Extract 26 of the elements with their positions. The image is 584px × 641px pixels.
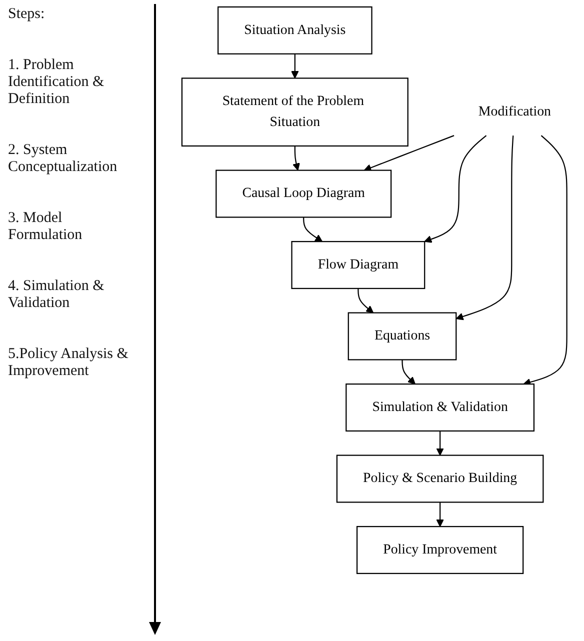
node-text: Modification bbox=[478, 104, 551, 120]
arrow bbox=[523, 135, 568, 386]
arrow bbox=[424, 135, 487, 243]
arrow bbox=[456, 136, 514, 320]
arrow bbox=[291, 54, 299, 79]
node-box: Causal Loop Diagram bbox=[216, 170, 392, 218]
arrow bbox=[436, 502, 444, 527]
step-label: 1. Problem Identification & Definition bbox=[8, 57, 106, 108]
node-box: Policy & Scenario Building bbox=[336, 454, 544, 503]
arrow bbox=[292, 146, 300, 171]
arrow bbox=[358, 288, 374, 314]
arrow bbox=[436, 430, 444, 456]
heading-label: Steps: bbox=[8, 6, 46, 23]
step-label: 3. Model Formulation bbox=[8, 210, 84, 244]
node-box: Situation Analysis bbox=[218, 6, 372, 54]
node-box: Simulation & Validation bbox=[346, 383, 535, 432]
arrow bbox=[364, 135, 454, 172]
arrow bbox=[402, 360, 416, 384]
step-label: 2. System Conceptualization bbox=[8, 142, 118, 176]
node-box: Policy Improvement bbox=[356, 526, 524, 574]
node-box: Equations bbox=[348, 312, 457, 360]
arrow bbox=[303, 217, 323, 242]
step-label: 4. Simulation & Validation bbox=[8, 278, 106, 312]
node-box: Flow Diagram bbox=[291, 241, 426, 290]
node-box: Statement of the Problem Situation bbox=[181, 78, 408, 147]
step-label: 5.Policy Analysis & Improvement bbox=[8, 346, 130, 380]
